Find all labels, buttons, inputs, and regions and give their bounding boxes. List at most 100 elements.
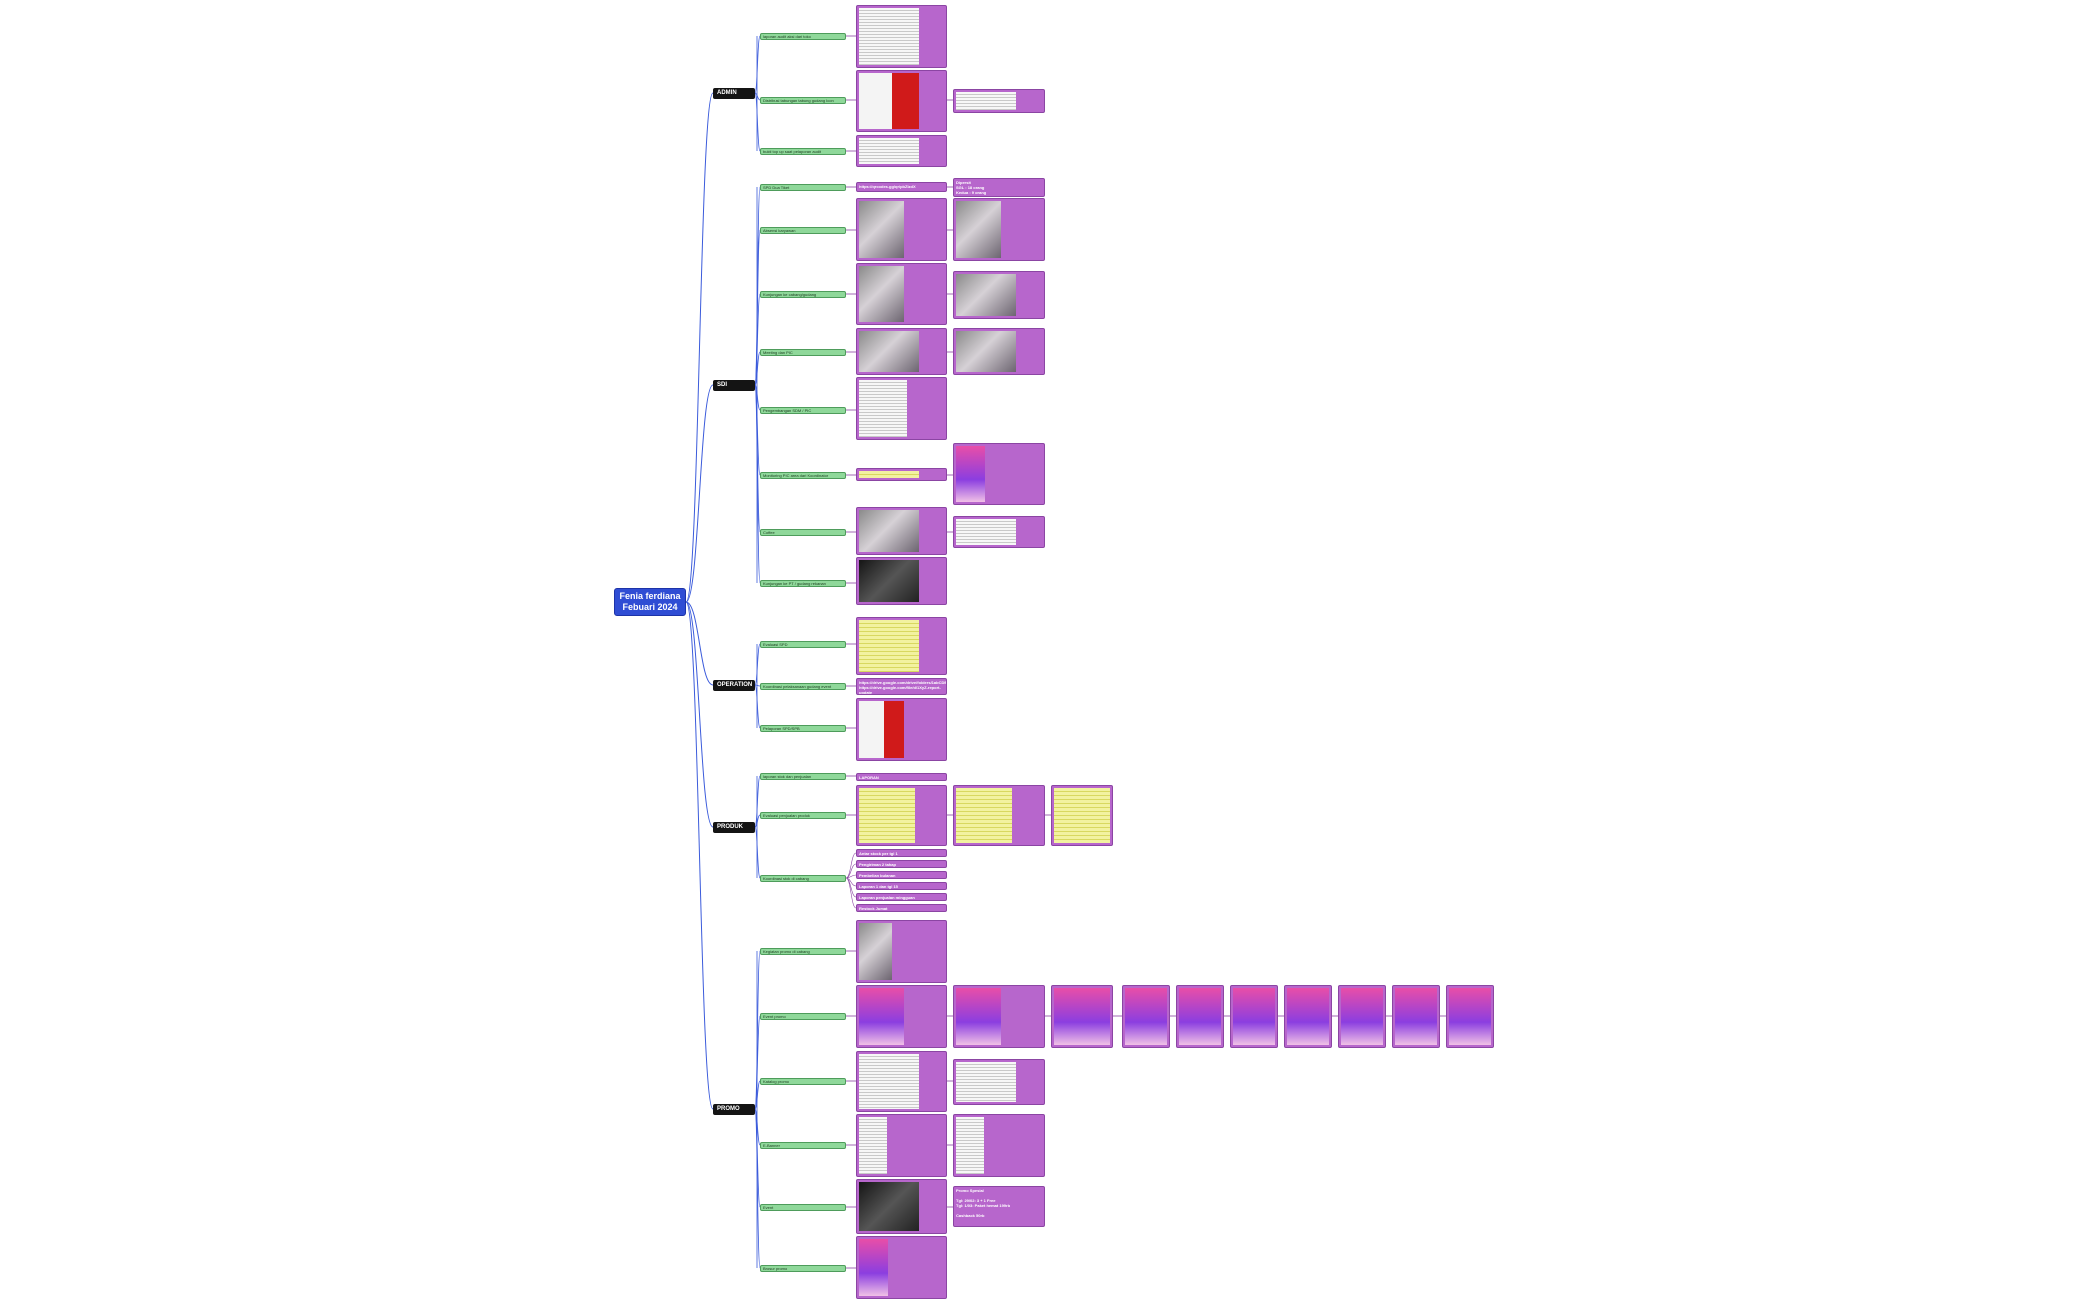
card-phone-screenshot[interactable] xyxy=(856,1114,947,1177)
leaf-sdi-5[interactable]: Monitoring PIC area dari Koordinator xyxy=(760,472,846,479)
card-photo[interactable] xyxy=(856,507,947,555)
connector-line xyxy=(685,601,714,828)
card-link[interactable]: https://drive.google.com/drive/folders/1… xyxy=(856,678,947,695)
card-document[interactable] xyxy=(856,5,947,68)
connector-line xyxy=(754,814,761,828)
connector-line xyxy=(754,384,761,476)
card-spreadsheet[interactable] xyxy=(856,698,947,761)
card-note[interactable]: Dipersit SGL : 18 orang Kedua : 9 orang xyxy=(953,178,1045,197)
card-note[interactable]: Antar stock per tgl 1 xyxy=(856,849,947,857)
connector-line xyxy=(754,684,761,687)
connector-line xyxy=(754,1080,761,1110)
card-poster[interactable] xyxy=(1051,985,1113,1048)
card-note[interactable]: Laporan penjualan mingguan xyxy=(856,893,947,901)
category-admin[interactable]: ADMIN xyxy=(713,88,755,99)
card-phone-screenshot[interactable] xyxy=(856,1236,947,1299)
leaf-produk-0[interactable]: laporan stok dan penjualan xyxy=(760,773,846,780)
leaf-promo-0[interactable]: Kegiatan promo di cabang xyxy=(760,948,846,955)
connector-line xyxy=(754,384,761,411)
leaf-sdi-1[interactable]: Absensi karyawan xyxy=(760,227,846,234)
connector-line xyxy=(754,826,761,879)
card-note-text: Laporan 1 dan tgl 15 xyxy=(859,884,898,889)
card-photo[interactable] xyxy=(953,985,1045,1048)
card-photo[interactable] xyxy=(856,920,947,983)
card-poster[interactable] xyxy=(1230,985,1278,1048)
card-link[interactable]: https://qrcodes.gg/qr/pbZlzdX xyxy=(856,182,947,192)
category-operation[interactable]: OPERATION xyxy=(713,680,755,691)
card-link-text: https://qrcodes.gg/qr/pbZlzdX xyxy=(859,184,916,189)
leaf-produk-1[interactable]: Evaluasi penjualan produk xyxy=(760,812,846,819)
card-spreadsheet[interactable] xyxy=(856,468,947,481)
leaf-promo-3[interactable]: E-Banner xyxy=(760,1142,846,1149)
leaf-sdi-3[interactable]: Meeting dan PIC xyxy=(760,349,846,356)
connector-line xyxy=(754,1108,761,1269)
leaf-promo-5[interactable]: Brosur promo xyxy=(760,1265,846,1272)
card-photo[interactable] xyxy=(856,263,947,325)
connector-line xyxy=(685,384,714,603)
card-note[interactable]: Restock Jumat xyxy=(856,904,947,912)
card-poster[interactable] xyxy=(1284,985,1332,1048)
card-photo[interactable] xyxy=(953,198,1045,261)
card-note[interactable]: Laporan 1 dan tgl 15 xyxy=(856,882,947,890)
card-document[interactable] xyxy=(856,135,947,167)
connector-line xyxy=(754,35,761,94)
category-promo[interactable]: PROMO xyxy=(713,1104,755,1115)
category-produk[interactable]: PRODUK xyxy=(713,822,755,833)
root-subtitle: Febuari 2024 xyxy=(622,602,678,612)
card-poster[interactable] xyxy=(1446,985,1494,1048)
leaf-promo-1[interactable]: Event promo xyxy=(760,1013,846,1020)
card-note-text: Promo Spesial Tgl: 29/02: 3 + 1 Free Tgl… xyxy=(956,1188,1011,1218)
connector-line xyxy=(754,293,761,386)
card-photo[interactable] xyxy=(856,328,947,375)
leaf-operation-0[interactable]: Evaluasi SPD xyxy=(760,641,846,648)
card-phone-screenshot[interactable] xyxy=(953,443,1045,505)
leaf-operation-2[interactable]: Pelaporan SPD/SPB xyxy=(760,725,846,732)
leaf-sdi-6[interactable]: Coffee xyxy=(760,529,846,536)
card-poster[interactable] xyxy=(1122,985,1170,1048)
card-photo[interactable] xyxy=(856,557,947,605)
connector-line xyxy=(754,643,761,686)
card-spreadsheet[interactable] xyxy=(953,89,1045,113)
card-note[interactable]: Promo Spesial Tgl: 29/02: 3 + 1 Free Tgl… xyxy=(953,1186,1045,1227)
connector-line xyxy=(685,92,714,603)
leaf-sdi-2[interactable]: Kunjungan ke cabang/gudang xyxy=(760,291,846,298)
connector-line xyxy=(685,601,714,686)
card-spreadsheet[interactable] xyxy=(953,785,1045,846)
card-spreadsheet[interactable] xyxy=(1051,785,1113,846)
leaf-admin-0[interactable]: laporan audit aksi dari toko xyxy=(760,33,846,40)
leaf-sdi-0[interactable]: SPD Dua Tiket xyxy=(760,184,846,191)
card-spreadsheet[interactable] xyxy=(856,617,947,675)
card-photo[interactable] xyxy=(953,328,1045,375)
card-note-text: Antar stock per tgl 1 xyxy=(859,851,898,856)
card-label[interactable]: LAPORAN xyxy=(856,773,947,781)
card-poster[interactable] xyxy=(1392,985,1440,1048)
card-poster[interactable] xyxy=(1176,985,1224,1048)
leaf-sdi-4[interactable]: Pengembangan SDM / PIC xyxy=(760,407,846,414)
card-spreadsheet[interactable] xyxy=(856,785,947,846)
card-document[interactable] xyxy=(856,70,947,132)
card-photo[interactable] xyxy=(856,198,947,261)
leaf-produk-2[interactable]: Koordinasi stok di cabang xyxy=(760,875,846,882)
card-document[interactable] xyxy=(856,377,947,440)
leaf-promo-4[interactable]: Event xyxy=(760,1204,846,1211)
connector-line xyxy=(754,92,761,152)
card-spreadsheet[interactable] xyxy=(953,516,1045,548)
leaf-admin-2[interactable]: bukti top up saat pelaporan audit xyxy=(760,148,846,155)
category-sdi[interactable]: SDI xyxy=(713,380,755,391)
card-poster[interactable] xyxy=(1338,985,1386,1048)
card-phone-screenshot[interactable] xyxy=(953,1114,1045,1177)
card-note[interactable]: Pengiriman 2 tahap xyxy=(856,860,947,868)
card-note[interactable]: Pembelian bulanan xyxy=(856,871,947,879)
card-document[interactable] xyxy=(856,1051,947,1112)
leaf-admin-1[interactable]: Distribusi tabungan tabung gudang Icon xyxy=(760,97,846,104)
card-photo[interactable] xyxy=(856,1179,947,1234)
leaf-promo-2[interactable]: Katalog promo xyxy=(760,1078,846,1085)
connector-line xyxy=(754,384,761,584)
card-label-text: LAPORAN xyxy=(859,775,879,780)
card-photo[interactable] xyxy=(953,271,1045,319)
card-document[interactable] xyxy=(953,1059,1045,1105)
leaf-operation-1[interactable]: Koordinasi pelaksanaan gudang event xyxy=(760,683,846,690)
card-poster[interactable] xyxy=(856,985,947,1048)
leaf-sdi-7[interactable]: Kunjungan ke PT / gudang rekanan xyxy=(760,580,846,587)
